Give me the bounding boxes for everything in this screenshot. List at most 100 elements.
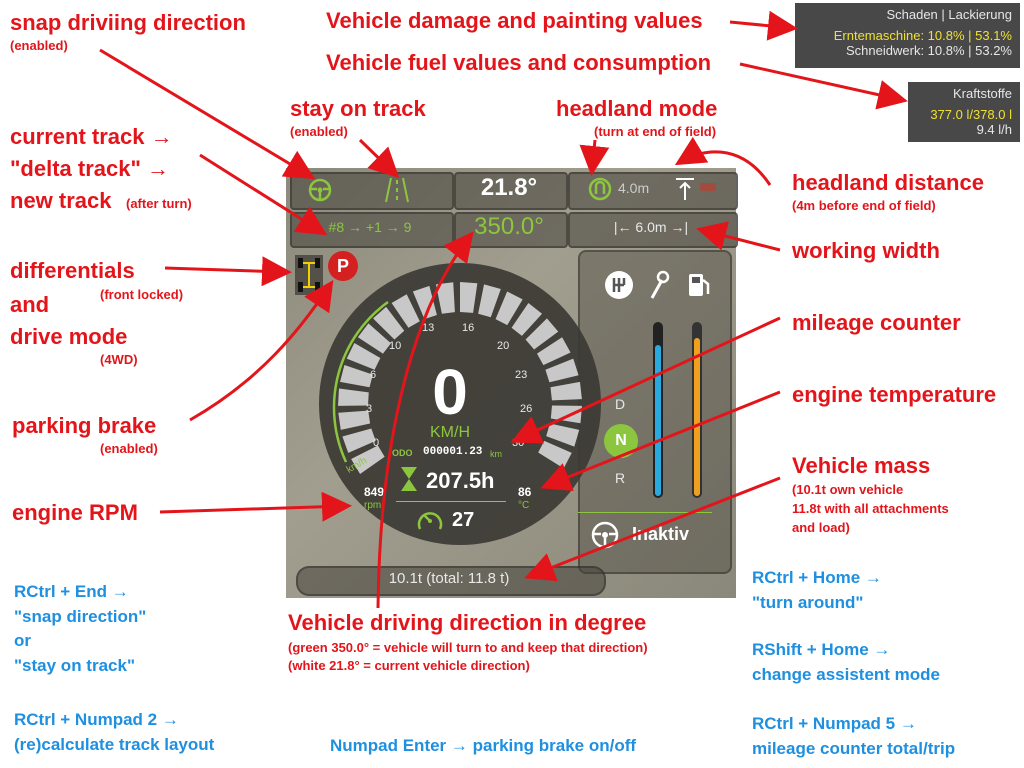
gauge-segment bbox=[412, 285, 437, 320]
key-track-layout: RCtrl + Numpad 2 → (re)calculate track l… bbox=[14, 708, 214, 757]
gauge-segment bbox=[460, 282, 478, 313]
gauge-segment bbox=[342, 428, 376, 453]
gauge-segment bbox=[546, 423, 580, 447]
annotation-diff-3-sub: (4WD) bbox=[100, 352, 138, 367]
key-line: RCtrl + Home → bbox=[752, 568, 882, 587]
annotation-stay: stay on track bbox=[290, 96, 426, 121]
annotation-diff-1: differentials bbox=[10, 258, 135, 283]
damage-box: Schaden | Lackierung Erntemaschine: 10.8… bbox=[795, 3, 1020, 68]
annotation-track-2: "delta track" → bbox=[10, 156, 170, 181]
annotation-snap: snap driviing direction bbox=[10, 10, 246, 35]
key-mileage-counter: RCtrl + Numpad 5 → mileage counter total… bbox=[752, 712, 955, 761]
headland-distance: 4.0m bbox=[618, 180, 650, 196]
tick-label: 23 bbox=[515, 369, 528, 381]
temp-value: 86 bbox=[518, 485, 532, 499]
gauge-segment bbox=[373, 306, 405, 340]
odo-unit: km bbox=[490, 449, 502, 459]
key-line: RCtrl + Numpad 5 → bbox=[752, 714, 917, 733]
operating-hours: 207.5h bbox=[426, 468, 495, 493]
annotation-track-3: new track bbox=[10, 188, 112, 213]
gauge-segment bbox=[338, 410, 371, 430]
key-snap: RCtrl + End → "snap direction" or "stay … bbox=[14, 580, 146, 679]
annotation-diff-2: and bbox=[10, 292, 50, 317]
annotation-headland-mode: headland mode bbox=[556, 96, 718, 121]
fuel-consumption: 9.4 l/h bbox=[976, 122, 1012, 137]
annotation-mass-sub-2: 11.8t with all attachments bbox=[792, 501, 949, 516]
heading-panel bbox=[454, 172, 568, 210]
annotation-rpm: engine RPM bbox=[12, 500, 138, 525]
gauge-segment bbox=[495, 291, 523, 326]
annotation-damage: Vehicle damage and painting values bbox=[326, 8, 703, 33]
gearbox-icon bbox=[605, 271, 633, 299]
headland-mode-icon[interactable] bbox=[588, 177, 612, 201]
tick-label: 13 bbox=[422, 322, 435, 334]
gear-neutral: N bbox=[604, 424, 638, 458]
speedometer bbox=[319, 263, 601, 545]
key-line: change assistent mode bbox=[752, 664, 941, 684]
key-line: or bbox=[14, 631, 31, 651]
annotation-headland-mode-sub: (turn at end of field) bbox=[594, 124, 717, 139]
vehicle-mass: 10.1t (total: 11.8 t) bbox=[388, 570, 510, 587]
fuel-title: Kraftstoffe bbox=[952, 86, 1012, 101]
annotation-diff-3: drive mode bbox=[10, 324, 128, 349]
temp-unit: °C bbox=[518, 500, 530, 511]
gauge-segment bbox=[357, 323, 391, 354]
gauge-segment bbox=[338, 388, 369, 406]
annotation-snap-sub: (enabled) bbox=[10, 38, 68, 53]
key-line: RCtrl + Numpad 2 → bbox=[14, 710, 179, 729]
rpm-unit: rpm bbox=[364, 500, 382, 511]
heading-target: 350.0° bbox=[474, 213, 544, 240]
parking-brake-icon[interactable]: P bbox=[328, 251, 358, 281]
hourglass-icon bbox=[401, 467, 417, 491]
gear-reverse: R bbox=[615, 470, 626, 486]
cruise-speed: 27 bbox=[452, 509, 475, 531]
damage-row-harvester: Erntemaschine: 10.8% | 53.1% bbox=[833, 28, 1012, 43]
key-parking-brake: Numpad Enter → parking brake on/off bbox=[330, 736, 637, 755]
key-turn-around: RCtrl + Home → "turn around" bbox=[752, 566, 882, 615]
annotation-headland-distance-sub: (4m before end of field) bbox=[792, 198, 936, 213]
gauge-segment bbox=[435, 282, 455, 314]
gear-drive: D bbox=[615, 396, 626, 412]
key-line: RShift + Home → bbox=[752, 640, 891, 659]
key-assist-mode: RShift + Home → change assistent mode bbox=[752, 638, 940, 687]
headland-status-icon bbox=[700, 183, 716, 191]
wrench-icon bbox=[650, 270, 670, 299]
key-line: "stay on track" bbox=[14, 655, 136, 675]
cruise-control-icon bbox=[417, 512, 443, 530]
fuel-level: 377.0 l/378.0 l bbox=[930, 107, 1012, 122]
annotation-stay-sub: (enabled) bbox=[290, 124, 348, 139]
gauge-segment bbox=[351, 445, 385, 474]
steering-wheel-icon[interactable] bbox=[308, 178, 332, 202]
gauge-segment bbox=[550, 381, 582, 401]
annotation-mass: Vehicle mass bbox=[792, 453, 931, 478]
temp-bar-fill bbox=[655, 345, 661, 496]
annotation-parking-sub: (enabled) bbox=[100, 441, 158, 456]
tick-label: 20 bbox=[497, 340, 510, 352]
gauge-segment bbox=[391, 294, 420, 328]
tick-label: 3 bbox=[366, 403, 373, 415]
gauge-segment bbox=[478, 284, 501, 318]
annotation-mass-sub-3: and load) bbox=[792, 520, 850, 535]
heading-current: 21.8° bbox=[480, 174, 538, 201]
annotation-mileage: mileage counter bbox=[792, 310, 961, 335]
odometer-value[interactable]: 000001.23 bbox=[423, 446, 483, 458]
stay-on-track-icon[interactable] bbox=[384, 176, 410, 204]
damage-row-header: Schneidwerk: 10.8% | 53.2% bbox=[846, 43, 1012, 58]
damage-title: Schaden | Lackierung bbox=[886, 7, 1012, 22]
annotation-direction-sub-1: (green 350.0° = vehicle will turn to and… bbox=[288, 640, 648, 655]
tick-label: 6 bbox=[370, 369, 377, 381]
headland-arrow-icon bbox=[676, 178, 694, 200]
gauge-segment bbox=[538, 440, 572, 469]
tick-label: 16 bbox=[462, 322, 475, 334]
tick-label: 0 bbox=[373, 437, 380, 449]
working-width: |← 6.0m →| bbox=[613, 219, 689, 235]
speed-unit: KM/H bbox=[430, 424, 470, 441]
gauge-segment bbox=[511, 302, 543, 336]
key-line: RCtrl + End → bbox=[14, 582, 129, 601]
fuel-box: Kraftstoffe 377.0 l/378.0 l 9.4 l/h bbox=[908, 82, 1020, 142]
tick-label: 26 bbox=[520, 403, 533, 415]
track-info: #8 → +1 → 9 bbox=[328, 219, 412, 235]
annotation-mass-sub-1: (10.1t own vehicle bbox=[792, 482, 904, 497]
annotation-engine-temp: engine temperature bbox=[792, 382, 997, 407]
